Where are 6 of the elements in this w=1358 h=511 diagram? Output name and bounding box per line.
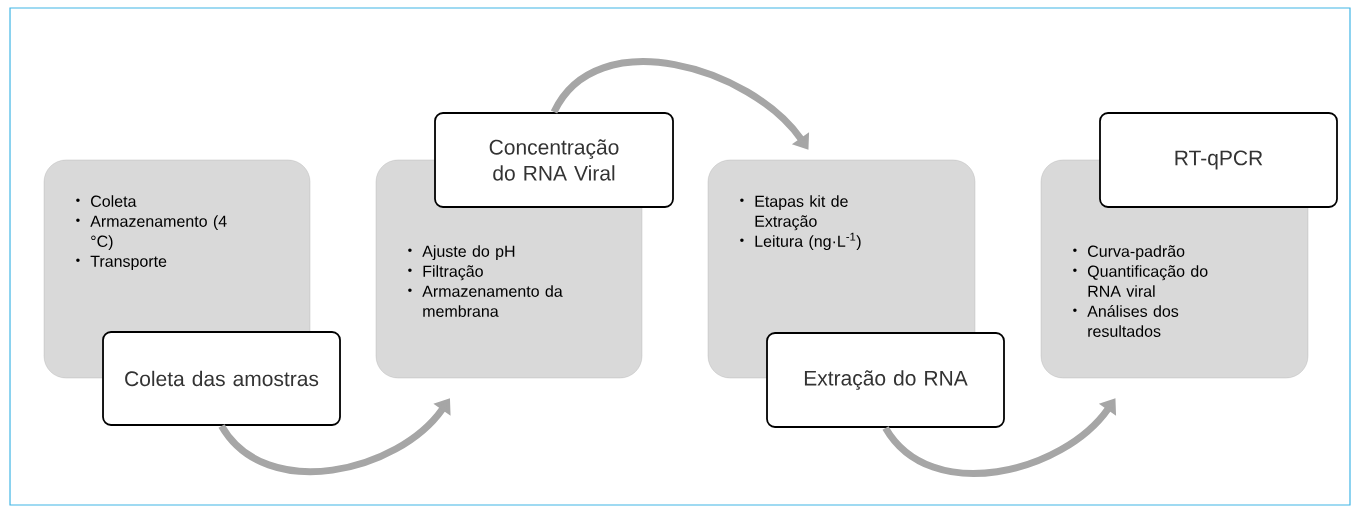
curved-arrow	[551, 58, 810, 150]
step-title-box: Coleta das amostras	[102, 331, 341, 426]
step-title-box: RT-qPCR	[1099, 112, 1338, 208]
step-title-box: Concentração do RNA Viral	[434, 112, 674, 208]
curved-arrow	[218, 398, 451, 476]
step-title-box: Extração do RNA	[766, 332, 1005, 428]
